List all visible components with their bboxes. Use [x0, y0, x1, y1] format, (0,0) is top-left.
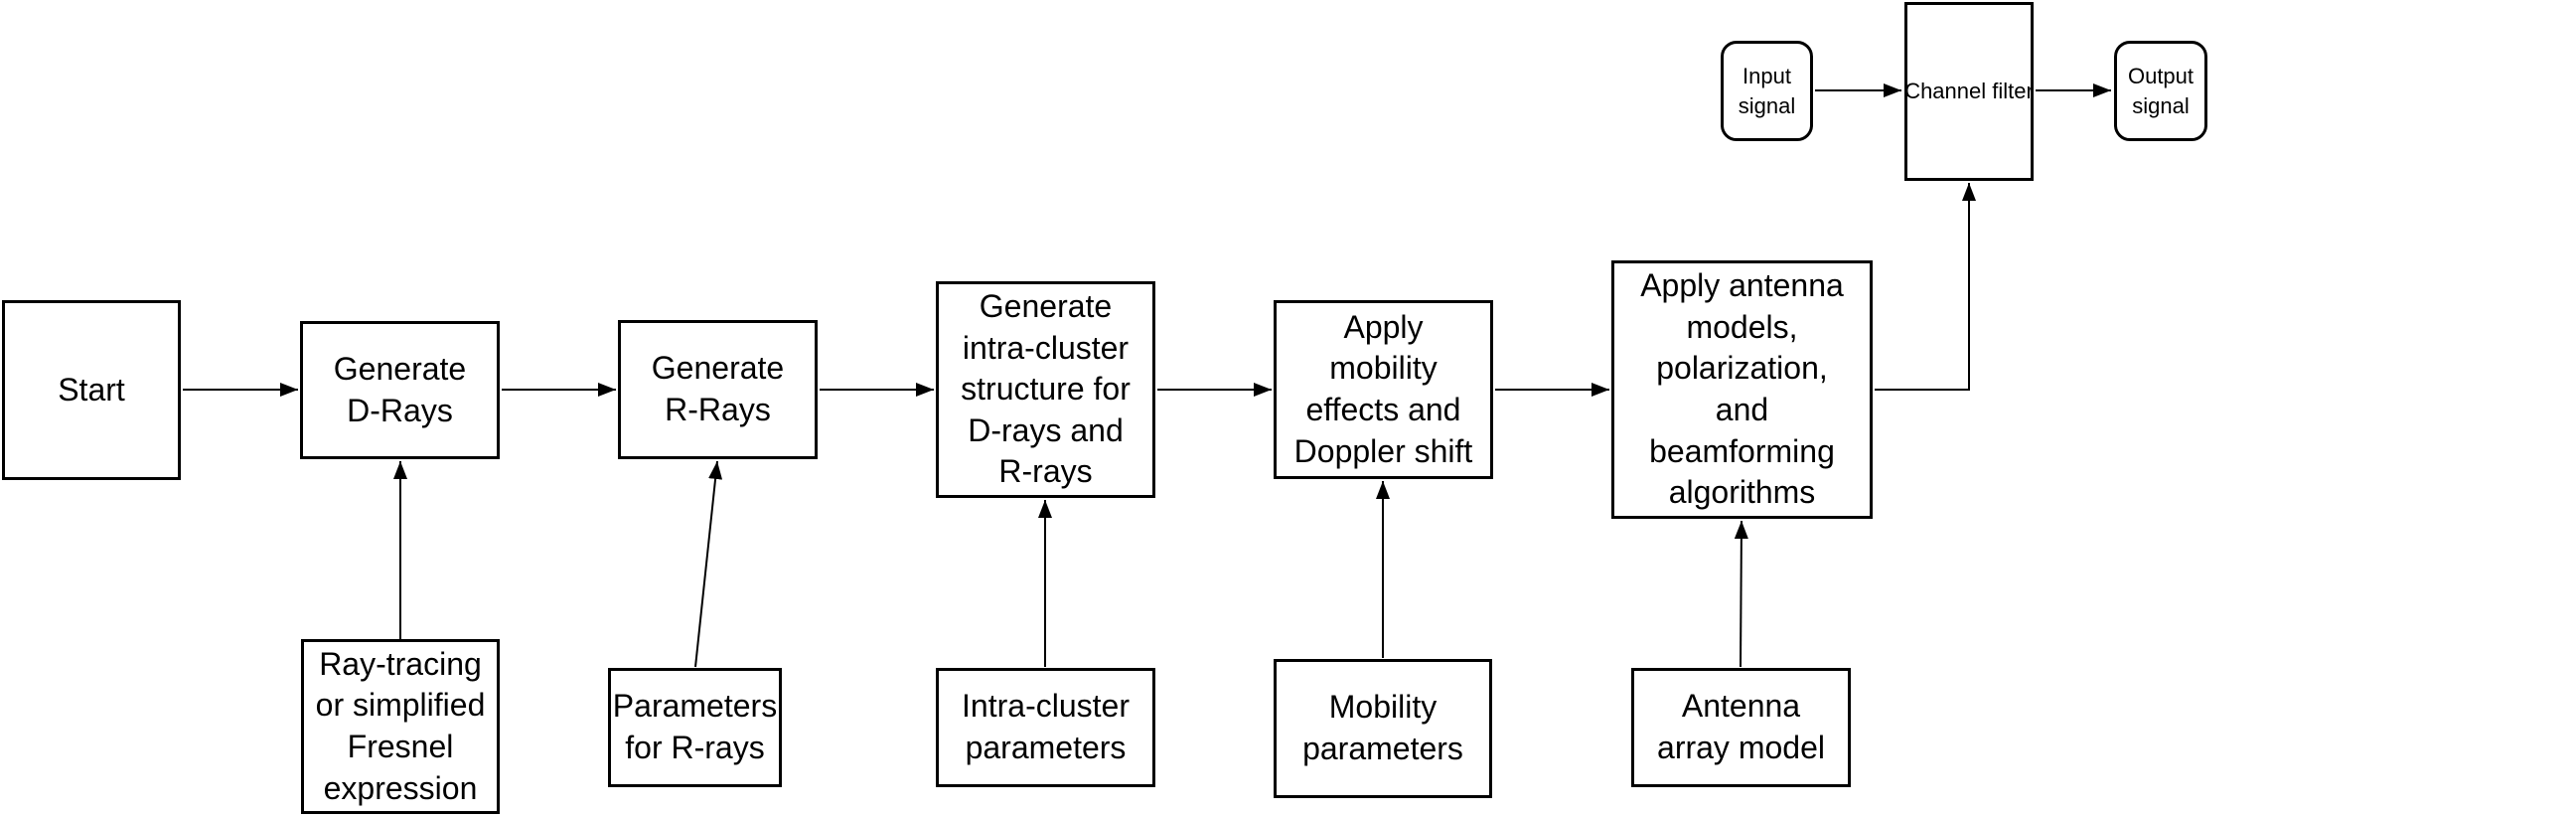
input-box-antenna-array-model: Antenna array model [1631, 668, 1851, 787]
flow-box-intra-cluster-structure: Generate intra-cluster structure for D-r… [936, 281, 1155, 498]
arrow-parameters-r-rays-to-generate-r-rays [694, 460, 723, 668]
flow-box-generate-d-rays: Generate D-Rays [300, 321, 500, 459]
flow-box-generate-r-rays: Generate R-Rays [618, 320, 818, 459]
flow-box-start: Start [2, 300, 181, 480]
terminal-box-output-signal: Output signal [2114, 41, 2207, 141]
input-box-ray-tracing: Ray-tracing or simplified Fresnel expres… [301, 639, 500, 814]
arrow-antenna-array-model-to-apply-antenna [1734, 520, 1748, 668]
terminal-box-input-signal: Input signal [1721, 41, 1813, 141]
input-box-parameters-r-rays: Parameters for R-rays [608, 668, 782, 787]
input-box-intra-cluster-parameters: Intra-cluster parameters [936, 668, 1155, 787]
flow-box-apply-mobility: Apply mobility effects and Doppler shift [1274, 300, 1493, 479]
arrow-apply-antenna-to-channel-filter [1875, 183, 1976, 391]
input-box-mobility-parameters: Mobility parameters [1274, 659, 1492, 798]
flow-box-apply-antenna: Apply antenna models, polarization, and … [1611, 260, 1873, 519]
flow-box-channel-filter: Channel filter [1904, 2, 2034, 181]
